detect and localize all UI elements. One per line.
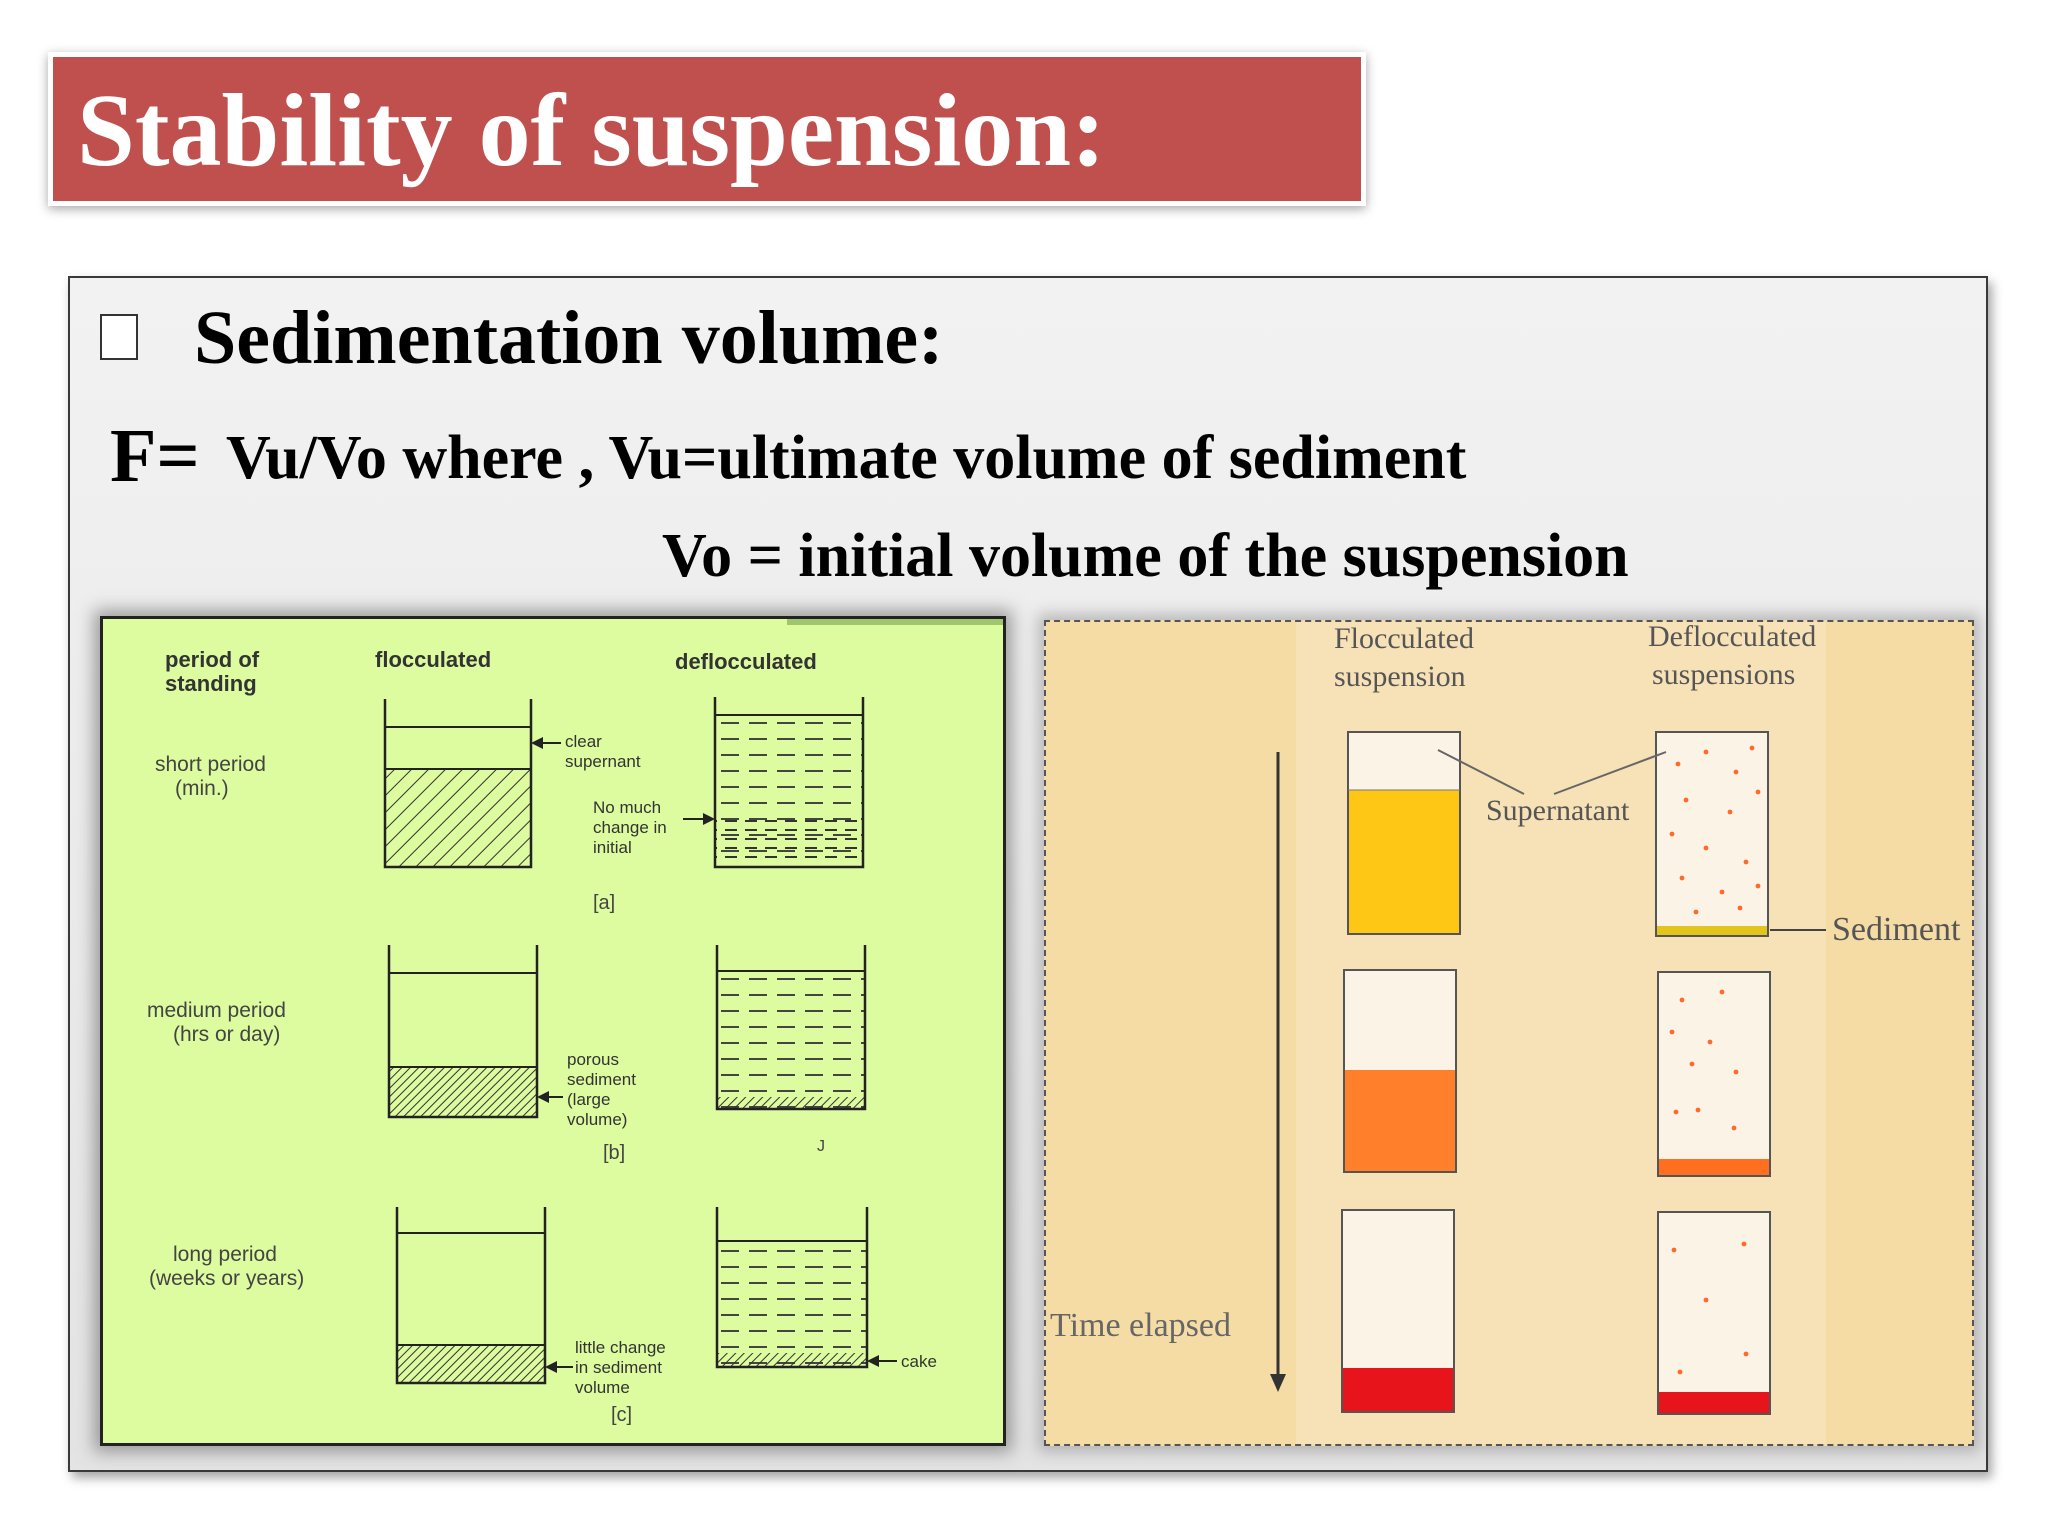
row-c-floc-note-1: little change bbox=[575, 1338, 666, 1357]
row-c-period-2: (weeks or years) bbox=[149, 1267, 304, 1290]
row-a-defloc-note-1: No much bbox=[593, 798, 661, 817]
row-b-floc-arrowhead bbox=[537, 1091, 549, 1103]
row-b-floc-note-4: volume) bbox=[567, 1110, 627, 1129]
row-a-flocculated-beaker bbox=[383, 699, 533, 869]
time-elapsed-label: Time elapsed bbox=[1050, 1307, 1231, 1344]
row-b-floc-note-3: (large bbox=[567, 1090, 610, 1109]
row-b-period-1: medium period bbox=[147, 999, 286, 1022]
flocculated-title-2: suspension bbox=[1334, 660, 1466, 693]
flocculated-tube-3 bbox=[1341, 1209, 1455, 1413]
supernatant-line-right bbox=[1553, 751, 1667, 795]
row-c-flocculated-beaker bbox=[395, 1207, 547, 1385]
sediment-label: Sediment bbox=[1832, 911, 1961, 948]
square-bullet-icon bbox=[100, 314, 138, 360]
row-a-defloc-arrowhead bbox=[703, 813, 715, 825]
header-period-2: standing bbox=[165, 671, 257, 696]
time-arrow-head bbox=[1270, 1374, 1286, 1392]
row-b-period-2: (hrs or day) bbox=[173, 1023, 280, 1046]
row-c-defloc-note: cake bbox=[901, 1352, 937, 1371]
deflocculated-tube-3 bbox=[1657, 1211, 1771, 1415]
row-a-deflocculated-beaker bbox=[713, 697, 865, 869]
row-a-period-2: (min.) bbox=[175, 777, 229, 800]
row-c-floc-note-3: volume bbox=[575, 1378, 630, 1397]
row-c-deflocculated-beaker bbox=[715, 1207, 869, 1369]
row-a-defloc-note-3: initial bbox=[593, 838, 632, 857]
deflocculated-tube-2 bbox=[1657, 971, 1771, 1177]
sedimentation-diagram-right: Flocculated suspension Deflocculated sus… bbox=[1044, 620, 1974, 1446]
header-period-1: period of bbox=[165, 647, 260, 672]
row-a-floc-arrowhead bbox=[531, 737, 543, 749]
supernatant-label: Supernatant bbox=[1486, 794, 1630, 827]
row-a-label: [a] bbox=[593, 892, 615, 914]
header-flocculated: flocculated bbox=[375, 647, 491, 672]
deflocculated-title-1: Deflocculated bbox=[1648, 622, 1816, 653]
deflocculated-title-2: suspensions bbox=[1652, 658, 1795, 691]
deflocculated-tube-1 bbox=[1655, 731, 1769, 937]
row-c-label: [c] bbox=[611, 1404, 632, 1426]
sedimentation-diagram-left: period of standing flocculated defloccul… bbox=[100, 616, 1006, 1446]
formula-f: F= bbox=[110, 414, 200, 498]
header-deflocculated: deflocculated bbox=[675, 649, 817, 674]
row-a-floc-note-2: supernant bbox=[565, 752, 641, 771]
row-b-label: [b] bbox=[603, 1142, 625, 1164]
row-c-period-1: long period bbox=[173, 1243, 277, 1266]
title-banner: Stability of suspension: bbox=[48, 52, 1366, 206]
formula-definition-vo: Vo = initial volume of the suspension bbox=[662, 522, 1629, 590]
row-a-floc-note-1: clear bbox=[565, 732, 602, 751]
top-strip bbox=[787, 619, 1003, 625]
row-b-defloc-note: J bbox=[817, 1138, 825, 1155]
row-b-flocculated-beaker bbox=[387, 945, 539, 1119]
row-b-floc-note-2: sediment bbox=[567, 1070, 636, 1089]
formula-definition-vu: Vu/Vo where , Vu=ultimate volume of sedi… bbox=[226, 424, 1467, 492]
row-c-defloc-arrowhead bbox=[867, 1355, 879, 1367]
flocculated-tube-2 bbox=[1343, 969, 1457, 1173]
slide-title: Stability of suspension: bbox=[77, 73, 1106, 188]
row-a-defloc-note-2: change in bbox=[593, 818, 667, 837]
row-c-floc-arrowhead bbox=[545, 1361, 557, 1373]
row-b-deflocculated-beaker bbox=[715, 945, 867, 1111]
row-b-floc-note-1: porous bbox=[567, 1050, 619, 1069]
flocculated-tube-1 bbox=[1347, 731, 1461, 935]
row-c-floc-note-2: in sediment bbox=[575, 1358, 662, 1377]
flocculated-title-1: Flocculated bbox=[1334, 622, 1474, 655]
bullet-heading: Sedimentation volume: bbox=[194, 296, 944, 380]
row-a-period-1: short period bbox=[155, 753, 266, 776]
supernatant-line-left bbox=[1437, 749, 1525, 795]
